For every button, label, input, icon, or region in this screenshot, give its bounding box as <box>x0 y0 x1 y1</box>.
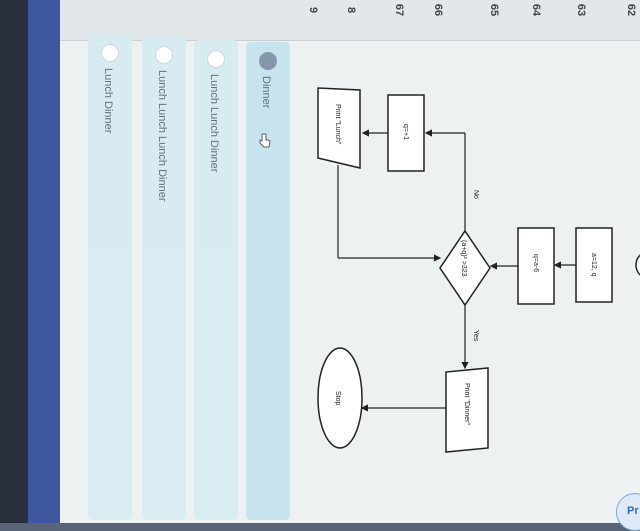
option-label: Lunch Dinner <box>102 68 114 134</box>
increment-text: q=+1 <box>402 124 409 140</box>
left-strip <box>28 0 60 523</box>
condition-text: (a+q)² >323 <box>460 240 467 277</box>
assign-q-text: q=a-6 <box>532 254 539 272</box>
option-label: Lunch Lunch Lunch Dinner <box>156 70 168 202</box>
decision-diamond <box>439 229 491 307</box>
stop-node <box>317 347 363 449</box>
hand-cursor-icon <box>259 133 271 148</box>
radio-selected[interactable] <box>259 52 277 70</box>
row-number-strip: 62 63 64 65 66 67 8 9 <box>60 0 640 41</box>
option-lunch-lunch-dinner[interactable]: Lunch Lunch Dinner <box>194 40 238 520</box>
stop-text: Stop <box>334 391 341 406</box>
print-dinner-text: Print "Dinner" <box>463 383 470 425</box>
increment-box <box>387 94 425 172</box>
yes-label: Yes <box>472 330 479 342</box>
start-node <box>635 254 640 276</box>
option-lunch-dinner[interactable]: Lunch Dinner <box>88 34 132 520</box>
assign-a-box <box>575 227 613 303</box>
device-bezel <box>0 0 28 523</box>
option-lunch-lunch-lunch-dinner[interactable]: Lunch Lunch Lunch Dinner <box>142 36 186 520</box>
assign-a-text: a=12, q <box>590 253 597 277</box>
radio-empty[interactable] <box>155 46 173 64</box>
radio-empty[interactable] <box>101 44 119 62</box>
option-dinner[interactable]: Dinner <box>246 42 290 520</box>
radio-empty[interactable] <box>207 50 225 68</box>
print-dinner-node <box>445 367 489 453</box>
print-lunch-node <box>317 87 361 169</box>
option-label: Lunch Lunch Dinner <box>208 74 220 173</box>
pager-label: Pr <box>627 505 639 517</box>
option-label: Dinner <box>260 76 272 109</box>
pager-button[interactable]: Pr <box>616 493 640 531</box>
print-lunch-text: Print "Lunch" <box>334 104 341 145</box>
no-label: No <box>472 190 479 199</box>
assign-q-box <box>517 227 555 305</box>
